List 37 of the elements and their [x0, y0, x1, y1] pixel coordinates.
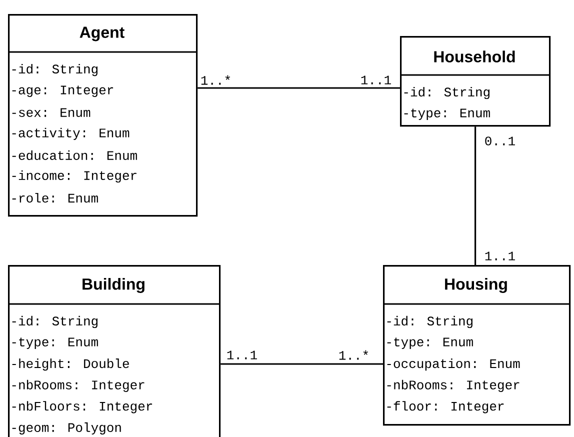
association-line [198, 87, 400, 89]
multiplicity-label: 1..1 [485, 252, 515, 260]
attribute-text: -type: Enum [12, 338, 98, 349]
class-box [400, 36, 551, 127]
attribute-text: -sex: Enum [12, 108, 90, 117]
association-line [220, 363, 383, 365]
attribute-text: -type: Enum [404, 108, 490, 120]
attribute-text: -type: Enum [387, 338, 473, 349]
association-line [474, 126, 476, 265]
class-name: Agent [80, 26, 124, 42]
attribute-text: -floor: Integer [387, 401, 504, 414]
multiplicity-label: 1..* [201, 75, 230, 85]
attribute-text: -height: Double [12, 358, 129, 371]
class-box [383, 265, 571, 426]
class-box [8, 14, 198, 217]
attribute-text: -id: String [404, 86, 490, 100]
multiplicity-label: 1..1 [361, 76, 391, 84]
attribute-text: -nbFloors: Integer [12, 401, 152, 414]
attribute-text: -nbRooms: Integer [387, 380, 520, 392]
attribute-text: -id: String [12, 316, 98, 328]
attribute-text: -age: Integer [12, 86, 114, 97]
class-name: Household [434, 50, 515, 62]
attribute-text: -occupation: Enum [387, 358, 520, 371]
attribute-text: -activity: Enum [12, 128, 130, 140]
attribute-text: -id: String [387, 316, 472, 328]
attribute-text: -role: Enum [12, 193, 98, 203]
multiplicity-label: 1..1 [227, 350, 257, 360]
attribute-text: -nbRooms: Integer [12, 380, 144, 392]
attribute-text: -income: Integer [12, 170, 136, 183]
attribute-text: -geom: Polygon [12, 422, 121, 435]
attribute-text: -education: Enum [12, 150, 137, 160]
multiplicity-label: 0..1 [485, 136, 515, 146]
class-box [8, 265, 221, 437]
attribute-text: -id: String [12, 64, 98, 76]
multiplicity-label: 1..* [339, 350, 368, 360]
class-name: Housing [445, 278, 507, 293]
class-name: Building [82, 278, 144, 293]
